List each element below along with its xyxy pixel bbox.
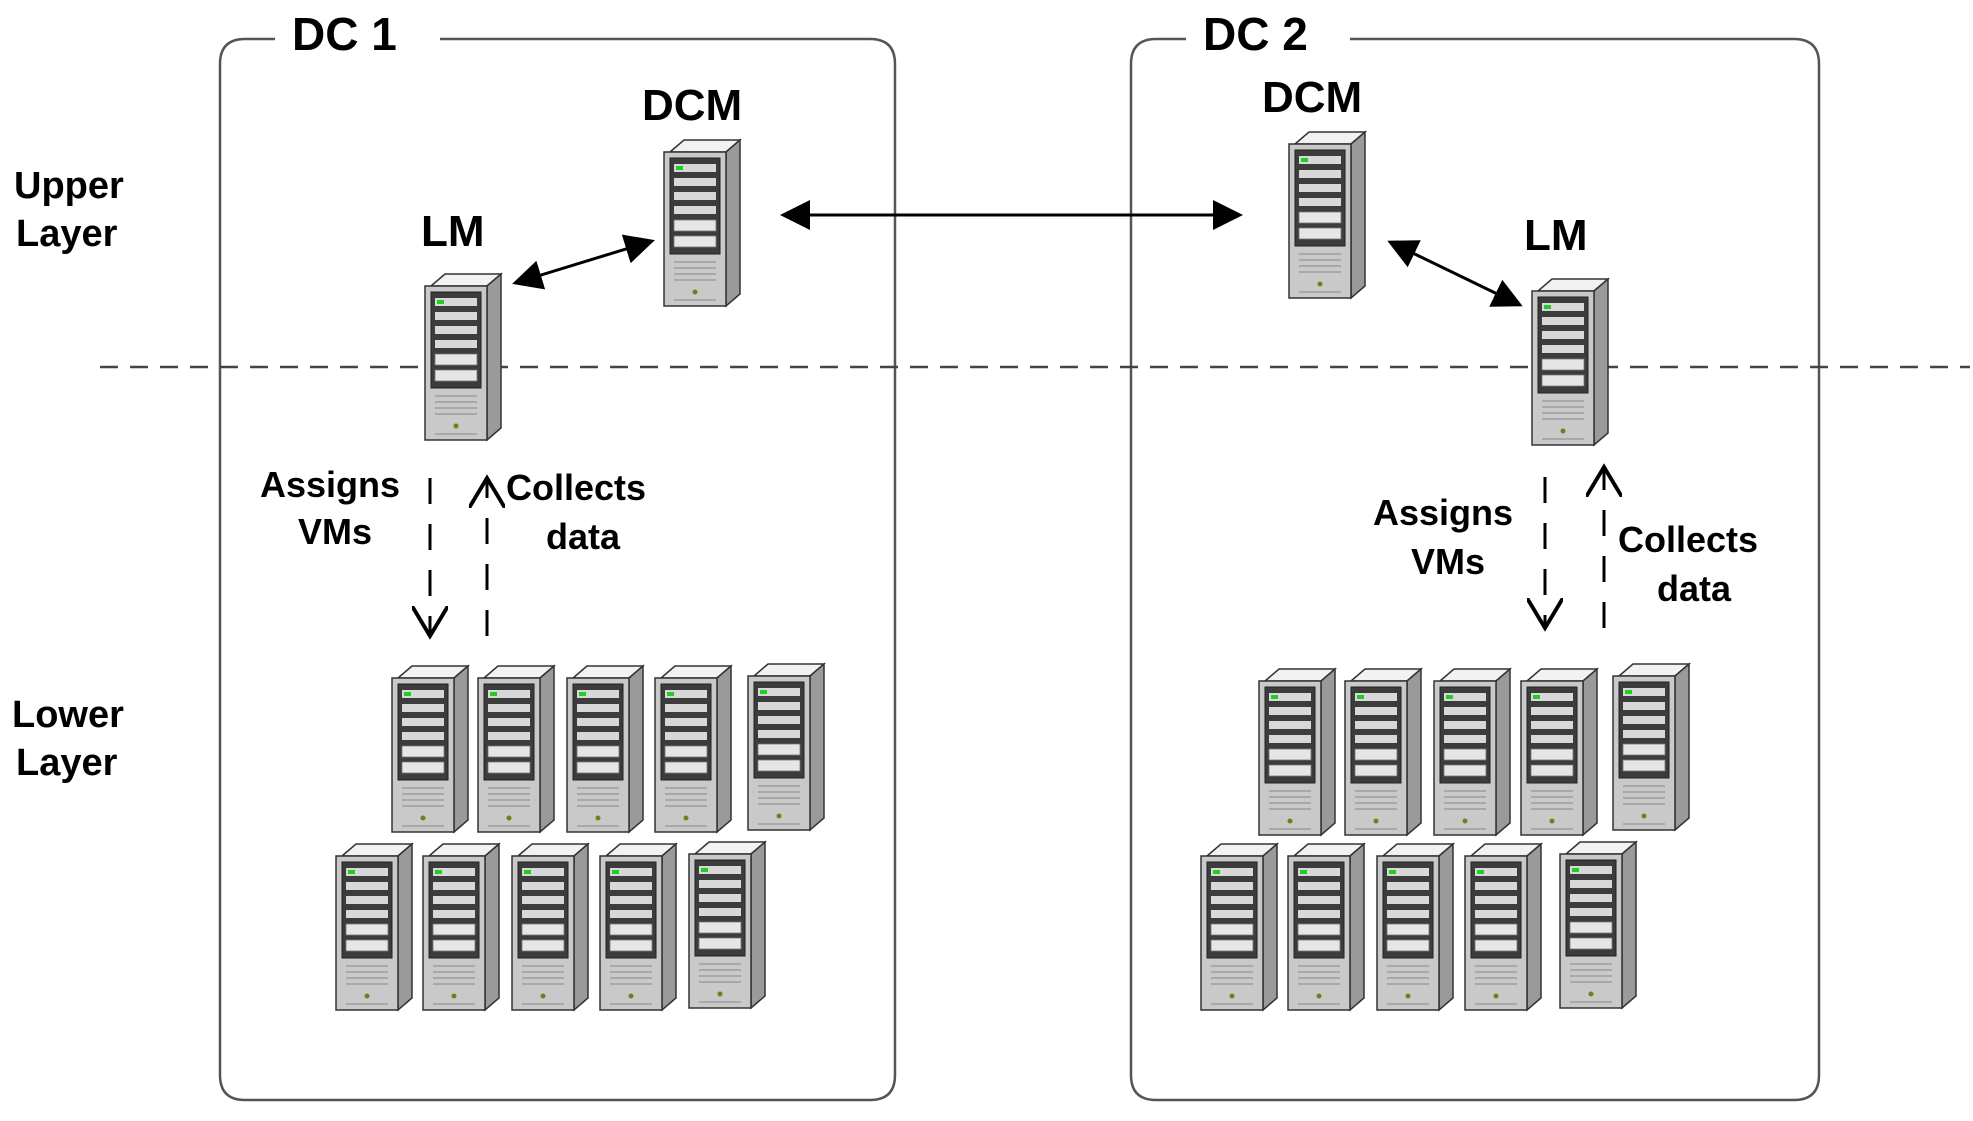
dc2-worker-server-icon: [1376, 843, 1454, 1011]
dc2-container: DC 2: [1129, 8, 1821, 1102]
svg-text:data: data: [1657, 568, 1732, 609]
dc1-lm-label: LM: [421, 207, 485, 256]
dc2-dcm-label: DCM: [1262, 73, 1362, 122]
dc1-worker-server-icon: [654, 665, 732, 833]
svg-text:Collects: Collects: [506, 467, 646, 508]
svg-text:Collects: Collects: [1618, 519, 1758, 560]
svg-text:Layer: Layer: [16, 213, 118, 255]
dc2-worker-server-icon: [1287, 843, 1365, 1011]
svg-text:Assigns: Assigns: [260, 464, 400, 505]
dc1-worker-servers: [335, 663, 825, 1011]
dc1-worker-server-icon: [688, 841, 766, 1009]
svg-text:data: data: [546, 516, 621, 557]
dc1-worker-server-icon: [422, 843, 500, 1011]
dc2-lm-server-icon: [1531, 278, 1609, 446]
dc2-worker-servers: [1200, 663, 1690, 1011]
svg-text:VMs: VMs: [1411, 541, 1485, 582]
dc1-worker-server-icon: [335, 843, 413, 1011]
dc2-collects-data-note: Collects data: [1618, 519, 1758, 609]
dc1-assigns-vms-note: Assigns VMs: [260, 464, 400, 552]
dc2-title: DC 2: [1203, 8, 1308, 60]
dc2-worker-server-icon: [1344, 668, 1422, 836]
dc2-dcm-lm-arrow: [1387, 240, 1523, 307]
dc1-worker-server-icon: [511, 843, 589, 1011]
upper-layer-label: Upper Layer: [14, 165, 124, 255]
dc2-worker-server-icon: [1559, 841, 1637, 1009]
lower-layer-label: Lower Layer: [12, 694, 124, 784]
dc2-worker-server-icon: [1258, 668, 1336, 836]
dc2-assigns-vms-note: Assigns VMs: [1373, 492, 1513, 582]
dc1-lm-dcm-arrow: [512, 234, 655, 290]
dc1-worker-server-icon: [477, 665, 555, 833]
dc1-dcm-label: DCM: [642, 81, 742, 130]
svg-text:Assigns: Assigns: [1373, 492, 1513, 533]
svg-text:Lower: Lower: [12, 694, 124, 736]
svg-text:Upper: Upper: [14, 165, 124, 207]
dc2-worker-server-icon: [1464, 843, 1542, 1011]
dc1-dcm-server-icon: [663, 139, 741, 307]
dc2-worker-server-icon: [1200, 843, 1278, 1011]
dc1-lm-server-icon: [424, 273, 502, 441]
dc1-container: DC 1: [218, 8, 897, 1102]
dc1-title: DC 1: [292, 8, 397, 60]
dc2-worker-server-icon: [1612, 663, 1690, 831]
svg-text:Layer: Layer: [16, 742, 118, 784]
dc2-dcm-server-icon: [1288, 131, 1366, 299]
svg-text:VMs: VMs: [298, 511, 372, 552]
dc1-worker-server-icon: [599, 843, 677, 1011]
dc2-worker-server-icon: [1433, 668, 1511, 836]
dc1-worker-server-icon: [566, 665, 644, 833]
dc2-worker-server-icon: [1520, 668, 1598, 836]
dc1-worker-server-icon: [391, 665, 469, 833]
dc1-collects-data-note: Collects data: [506, 467, 646, 557]
dc1-worker-server-icon: [747, 663, 825, 831]
dc2-lm-label: LM: [1524, 211, 1588, 260]
